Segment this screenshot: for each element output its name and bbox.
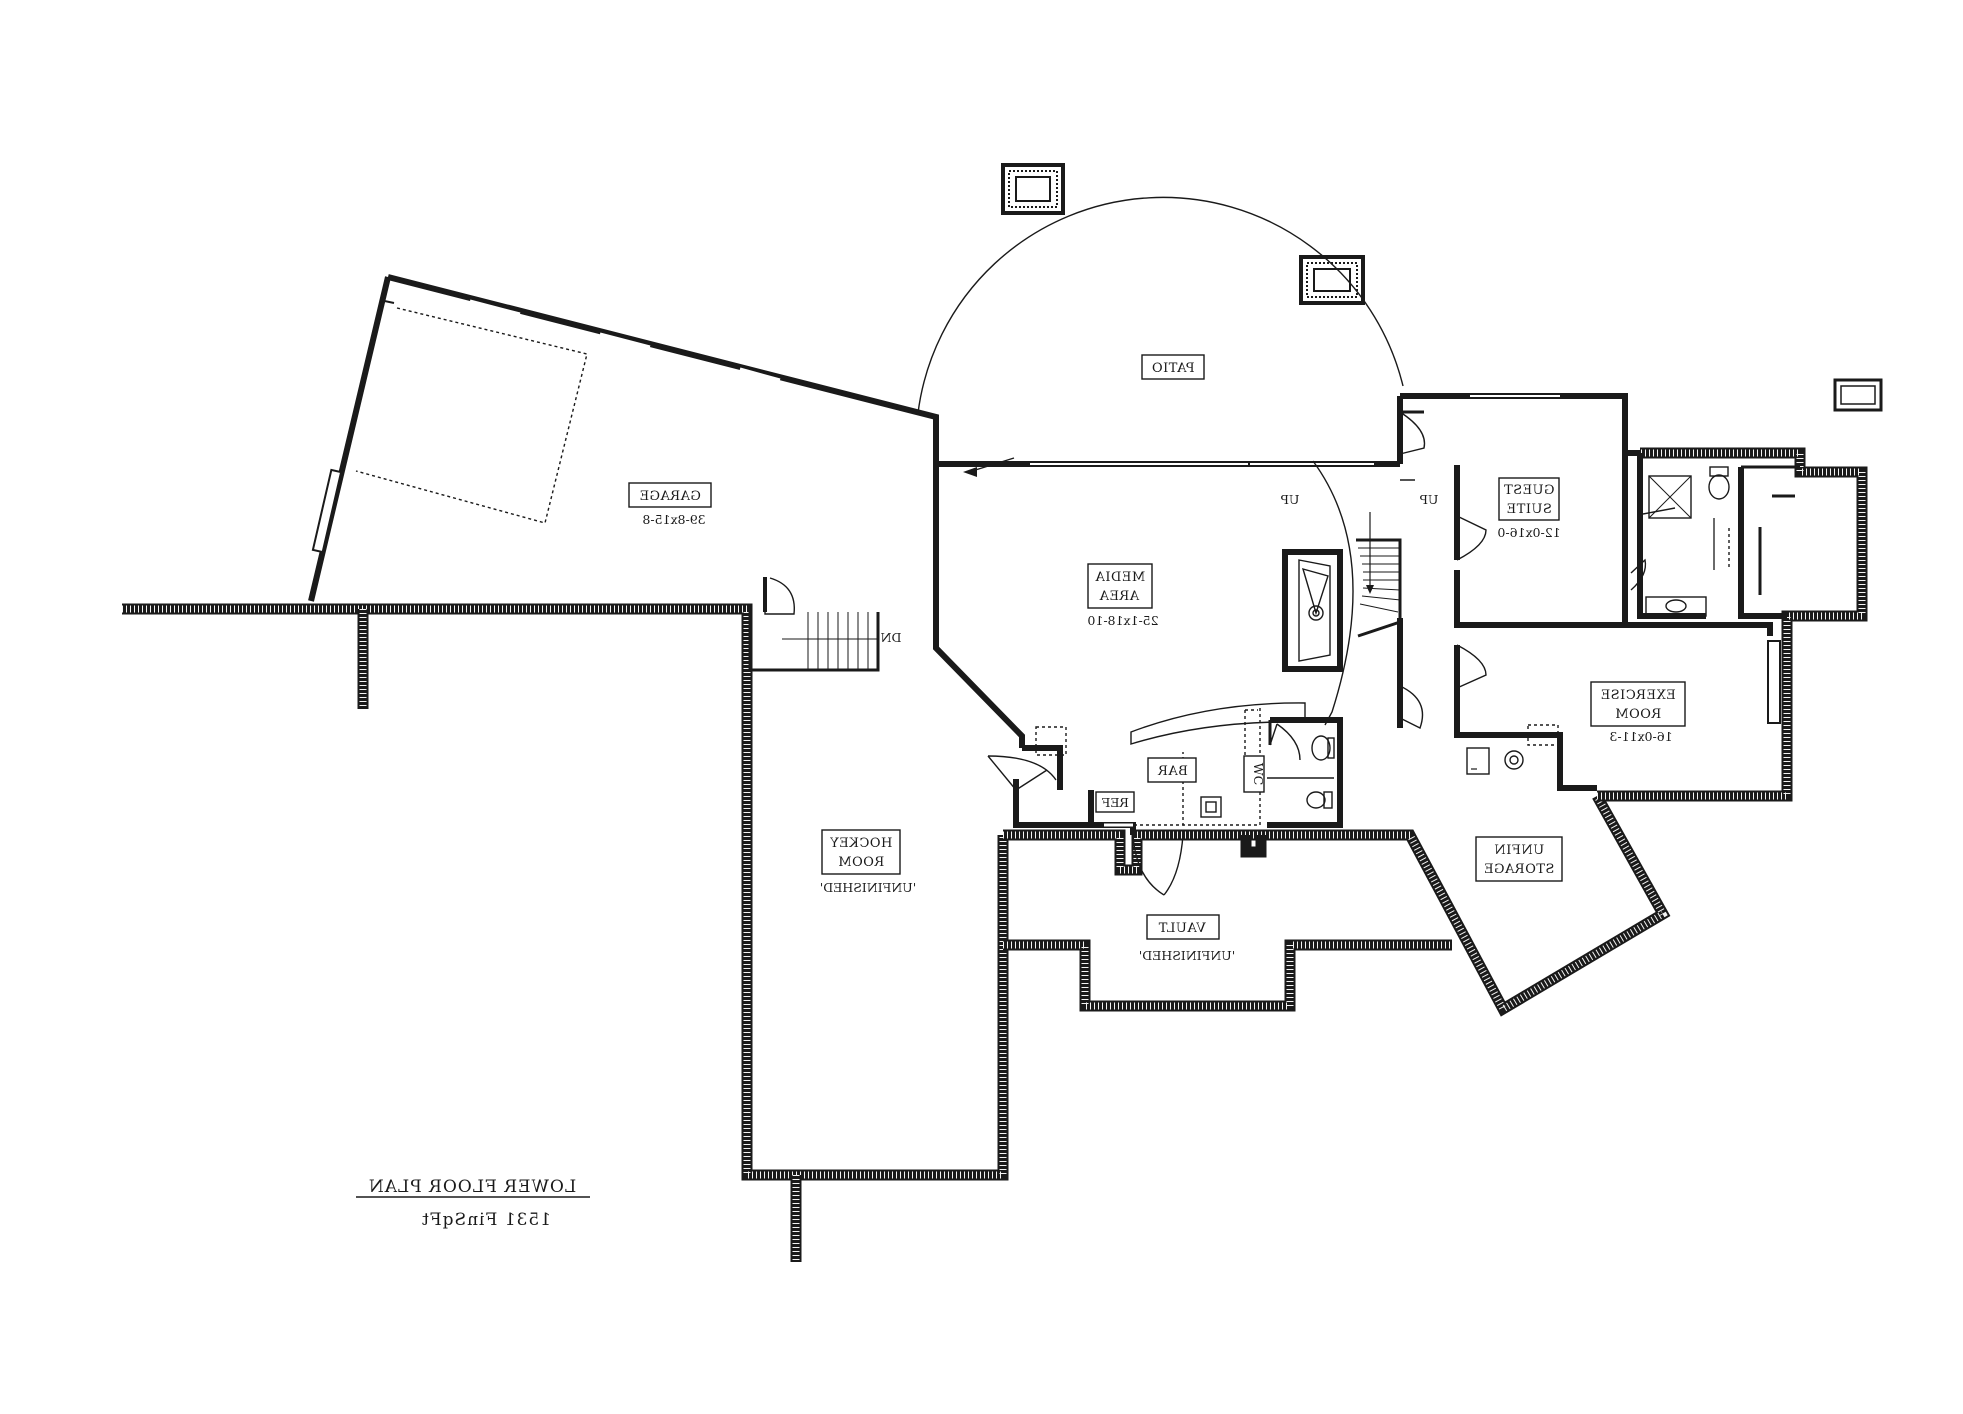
- svg-text:'UNFINISHED': 'UNFINISHED': [1139, 948, 1235, 963]
- svg-text:STORAGE: STORAGE: [1484, 862, 1555, 877]
- entry-door: [987, 745, 1063, 791]
- svg-text:VAULT: VAULT: [1158, 921, 1207, 936]
- garage-walls: [308, 274, 939, 613]
- svg-text:GARAGE: GARAGE: [639, 489, 701, 504]
- label-ref: REF: [1095, 791, 1135, 813]
- svg-text:PATIO: PATIO: [1151, 361, 1194, 376]
- stair-curve: [1312, 460, 1354, 726]
- svg-text:25-1x18-10: 25-1x18-10: [1087, 613, 1158, 628]
- exercise-window: [1767, 640, 1781, 724]
- svg-text:12-0x16-0: 12-0x16-0: [1497, 525, 1560, 540]
- label-vault: VAULT 'UNFINISHED': [1139, 914, 1235, 963]
- svg-text:REF: REF: [1101, 795, 1129, 810]
- plan-title: LOWER FLOOR PLAN 1531 FinSqFt: [356, 1177, 590, 1230]
- svg-text:MEDIA: MEDIA: [1095, 570, 1145, 585]
- svg-text:ROOM: ROOM: [1615, 707, 1661, 722]
- svg-text:BAR: BAR: [1157, 764, 1188, 779]
- exercise-equipment: [1466, 747, 1524, 775]
- label-guest-suite: GUEST SUITE 12-0x16-0: [1497, 477, 1561, 540]
- stair-label-down: DN: [881, 630, 902, 645]
- label-exercise-room: EXERCISE ROOM 16-0x11-3: [1590, 681, 1686, 744]
- plan-area: 1531 FinSqFt: [421, 1210, 551, 1230]
- svg-text:16-0x11-3: 16-0x11-3: [1609, 729, 1672, 744]
- label-wc: WC: [1243, 755, 1266, 793]
- media-area-walls: [933, 457, 1400, 756]
- svg-text:EXERCISE: EXERCISE: [1600, 688, 1676, 703]
- label-unfin-storage: UNFIN STORAGE: [1475, 836, 1563, 882]
- svg-text:'UNFINISHED': 'UNFINISHED': [820, 880, 916, 895]
- site-marker-1: [1001, 163, 1065, 215]
- stair-label-up-left: UP: [1281, 492, 1300, 507]
- guest-bath: [1625, 450, 1800, 619]
- svg-text:39-8x15-8: 39-8x15-8: [642, 512, 705, 527]
- svg-text:ROOM: ROOM: [838, 855, 884, 870]
- svg-text:LOWER FLOOR PLAN: LOWER FLOOR PLAN: [368, 1177, 576, 1197]
- site-marker-3: [1833, 378, 1883, 412]
- svg-text:SUITE: SUITE: [1506, 502, 1552, 517]
- bar-area: [1013, 702, 1306, 896]
- stair-label-up-right: UP: [1420, 492, 1439, 507]
- fireplace: [1282, 549, 1343, 672]
- label-media-area: MEDIA AREA 25-1x18-10: [1087, 563, 1159, 628]
- svg-text:GUEST: GUEST: [1504, 483, 1555, 498]
- label-hockey-room: HOCKEY ROOM 'UNFINISHED': [820, 829, 916, 895]
- main-stair: [1356, 512, 1402, 638]
- garage-stair: [748, 577, 880, 672]
- label-bar: BAR: [1147, 757, 1197, 783]
- label-garage: GARAGE 39-8x15-8: [628, 482, 712, 527]
- patio-outline: [917, 196, 1404, 414]
- svg-text:UNFIN: UNFIN: [1494, 843, 1544, 858]
- site-marker-2: [1299, 255, 1365, 305]
- svg-text:HOCKEY: HOCKEY: [830, 836, 893, 851]
- foundation-walls: [122, 447, 1868, 1262]
- svg-text:WC: WC: [1251, 763, 1266, 785]
- svg-text:AREA: AREA: [1099, 589, 1140, 604]
- guest-suite-walls: [1397, 393, 1773, 791]
- label-patio: PATIO: [1141, 354, 1205, 380]
- wc-room: [1244, 709, 1343, 828]
